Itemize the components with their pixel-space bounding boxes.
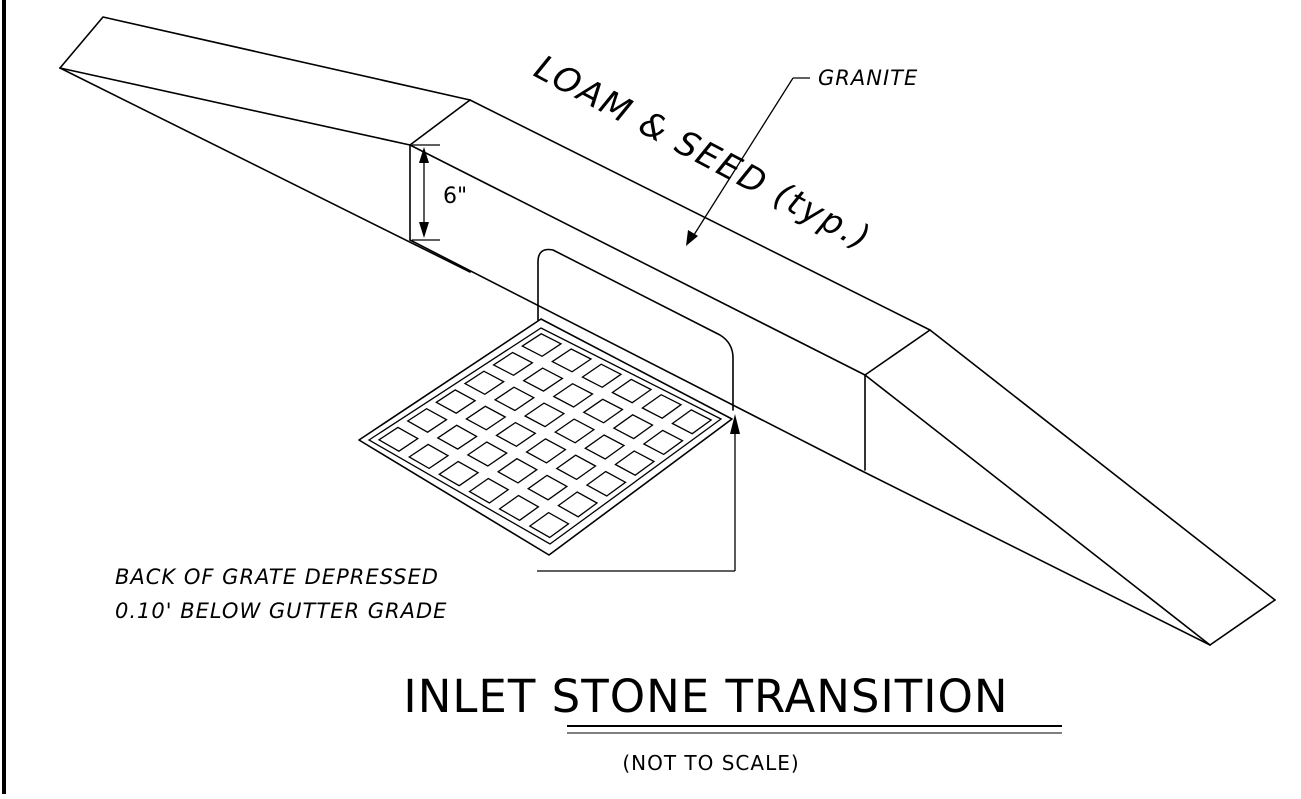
- grate-opening: [406, 407, 448, 433]
- dimension-6-inch: 6": [412, 144, 467, 241]
- left-transition-stone: [59, 16, 471, 273]
- curb-opening-outline: [537, 248, 734, 411]
- grate-opening: [551, 348, 593, 373]
- grate-opening: [435, 389, 477, 414]
- grate-cells: [377, 333, 713, 539]
- grate-opening: [528, 511, 570, 539]
- grate-opening: [525, 438, 567, 464]
- grate-opening: [642, 429, 684, 456]
- grate-opening: [584, 434, 626, 460]
- inlet-grate: [358, 318, 733, 556]
- grate-opening: [496, 457, 539, 484]
- grate-opening: [614, 450, 656, 476]
- grate-opening: [493, 386, 536, 412]
- grate-opening: [377, 426, 420, 452]
- grate-opening: [463, 370, 505, 396]
- grate-opening: [466, 441, 508, 467]
- grate-opening: [585, 470, 627, 497]
- grate-opening: [641, 393, 683, 419]
- grate-opening: [581, 363, 623, 389]
- grate-note-line-2: 0.10' BELOW GUTTER GRADE: [115, 599, 447, 623]
- grate-opening: [492, 351, 534, 377]
- grate-opening: [612, 414, 654, 440]
- granite-leader: [686, 77, 810, 246]
- grate-opening: [557, 491, 599, 518]
- grate-opening: [526, 474, 569, 501]
- grate-opening: [523, 402, 566, 428]
- granite-curb-block: [409, 99, 931, 471]
- drawing-title: INLET STONE TRANSITION: [403, 670, 1008, 723]
- grate-opening: [552, 382, 594, 408]
- grate-opening: [495, 421, 537, 448]
- grate-opening: [407, 443, 450, 470]
- right-transition-stone: [859, 329, 1276, 646]
- grate-opening: [555, 454, 597, 481]
- grate-opening: [553, 418, 596, 444]
- grate-note-line-1: BACK OF GRATE DEPRESSED: [115, 565, 439, 589]
- grate-opening: [468, 477, 510, 504]
- grate-opening: [521, 333, 563, 358]
- grate-opening: [436, 424, 478, 450]
- grate-opening: [438, 460, 480, 487]
- grate-opening: [671, 409, 713, 435]
- drawing-subtitle: (NOT TO SCALE): [622, 751, 799, 775]
- grate-opening: [611, 378, 653, 404]
- dimension-label: 6": [443, 184, 467, 209]
- grate-opening: [498, 494, 540, 522]
- granite-label: GRANITE: [818, 66, 918, 90]
- grate-opening: [582, 398, 624, 424]
- grate-note-leader: [537, 414, 740, 572]
- grate-opening: [522, 367, 564, 392]
- grate-opening: [465, 405, 507, 431]
